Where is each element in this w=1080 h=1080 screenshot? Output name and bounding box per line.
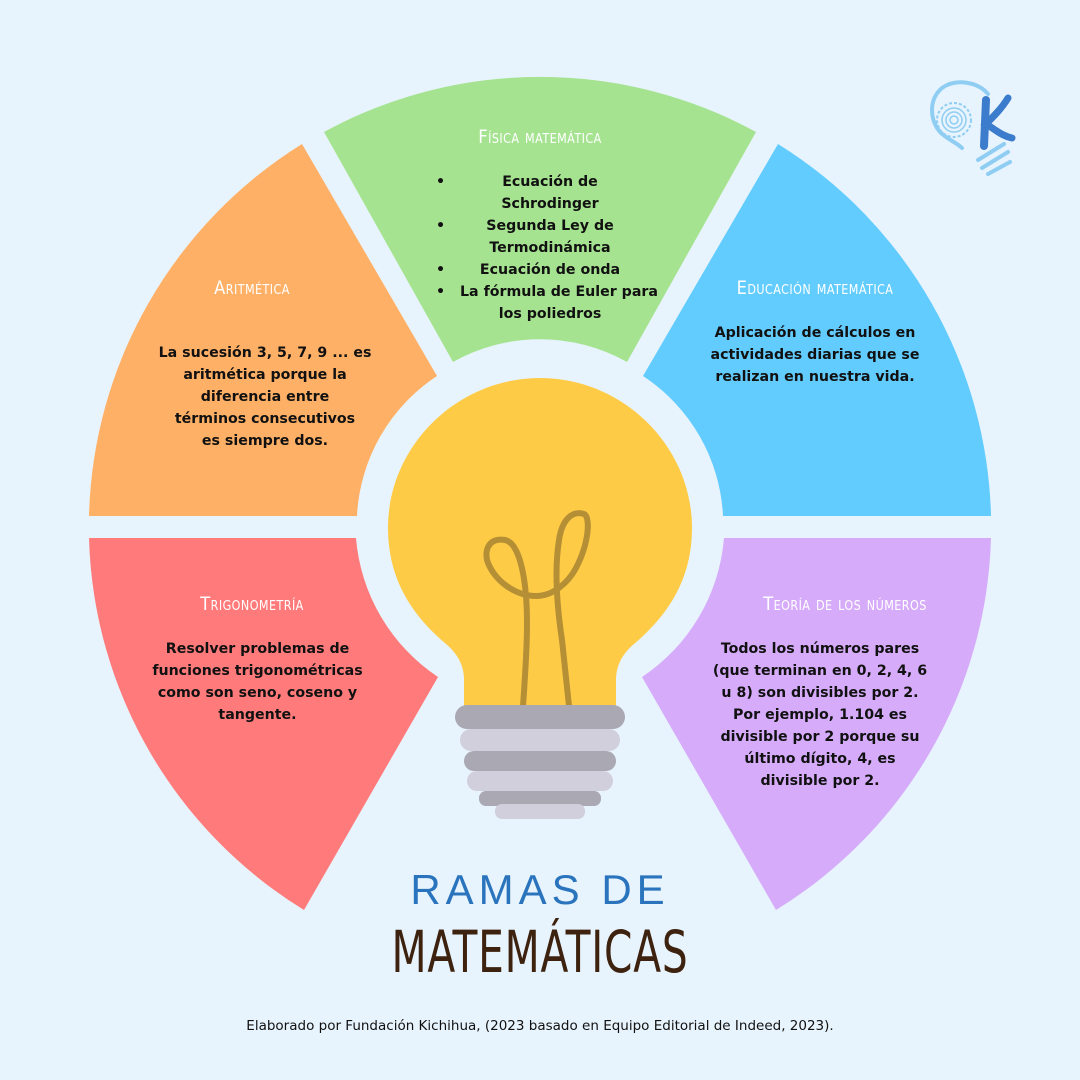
segment-trigonometria xyxy=(89,538,438,910)
text-line: último dígito, 4, es xyxy=(744,751,896,767)
text-line: diferencia entre xyxy=(200,389,330,405)
kichihua-logo-icon xyxy=(930,80,1016,176)
segment-aritmetica xyxy=(89,144,437,516)
page-title-line1: RAMAS DE xyxy=(410,866,670,913)
educacion-text: Aplicación de cálculos en actividades di… xyxy=(695,322,935,388)
text-line: Aplicación de cálculos en xyxy=(714,325,916,341)
text-line: divisible por 2 porque su xyxy=(720,729,920,745)
text-line: divisible por 2. xyxy=(760,773,880,789)
segment-fisica xyxy=(324,76,756,363)
fisica-item-cont: los poliedros xyxy=(498,306,602,322)
text-line: aritmética porque la xyxy=(183,367,347,383)
text-line: Por ejemplo, 1.104 es xyxy=(733,707,907,723)
text-line: realizan en nuestra vida. xyxy=(715,369,915,385)
aritmetica-title: Aritmética xyxy=(214,277,290,299)
text-line: es siempre dos. xyxy=(201,433,329,449)
bullet-icon: • xyxy=(436,284,446,300)
text-line: funciones trigonométricas xyxy=(152,663,363,679)
text-line: como son seno, coseno y xyxy=(157,685,358,701)
fisica-title: Física matemática xyxy=(478,126,602,148)
text-line: u 8) son divisibles por 2. xyxy=(721,685,919,701)
bullet-icon: • xyxy=(436,174,446,190)
source-credit: Elaborado por Fundación Kichihua, (2023 … xyxy=(246,1018,834,1034)
fisica-list: •Ecuación de Schrodinger •Segunda Ley de… xyxy=(430,171,670,325)
educacion-title: Educación matemática xyxy=(736,277,894,299)
bullet-icon: • xyxy=(436,262,446,278)
text-line: Resolver problemas de xyxy=(165,641,350,657)
teoria-text: Todos los números pares (que terminan en… xyxy=(695,638,945,792)
trigonometria-text: Resolver problemas de funciones trigonom… xyxy=(130,638,385,726)
text-line: (que terminan en 0, 2, 4, 6 xyxy=(712,663,928,679)
fisica-item: •Ecuación de xyxy=(430,171,670,193)
text-line: tangente. xyxy=(218,707,297,723)
text-line: actividades diarias que se xyxy=(710,347,920,363)
aritmetica-text: La sucesión 3, 5, 7, 9 ... es aritmética… xyxy=(140,342,390,452)
fisica-item: •Ecuación de onda xyxy=(430,259,670,281)
fisica-item-cont: Schrodinger xyxy=(501,196,599,212)
text-line: términos consecutivos xyxy=(174,411,356,427)
segment-teoria xyxy=(642,538,991,910)
fisica-item: •Segunda Ley de xyxy=(430,215,670,237)
teoria-title: Teoría de los números xyxy=(763,593,927,615)
trigonometria-title: Trigonometría xyxy=(200,593,304,615)
text-line: La sucesión 3, 5, 7, 9 ... es xyxy=(158,345,372,361)
segment-educacion xyxy=(643,144,991,516)
fisica-item-cont: Termodinámica xyxy=(489,240,611,256)
lightbulb-icon xyxy=(388,378,692,819)
fisica-item: •La fórmula de Euler para xyxy=(430,281,670,303)
text-line: Todos los números pares xyxy=(720,641,920,657)
bullet-icon: • xyxy=(436,218,446,234)
page-title-line2: MATEMÁTICAS xyxy=(391,918,689,986)
